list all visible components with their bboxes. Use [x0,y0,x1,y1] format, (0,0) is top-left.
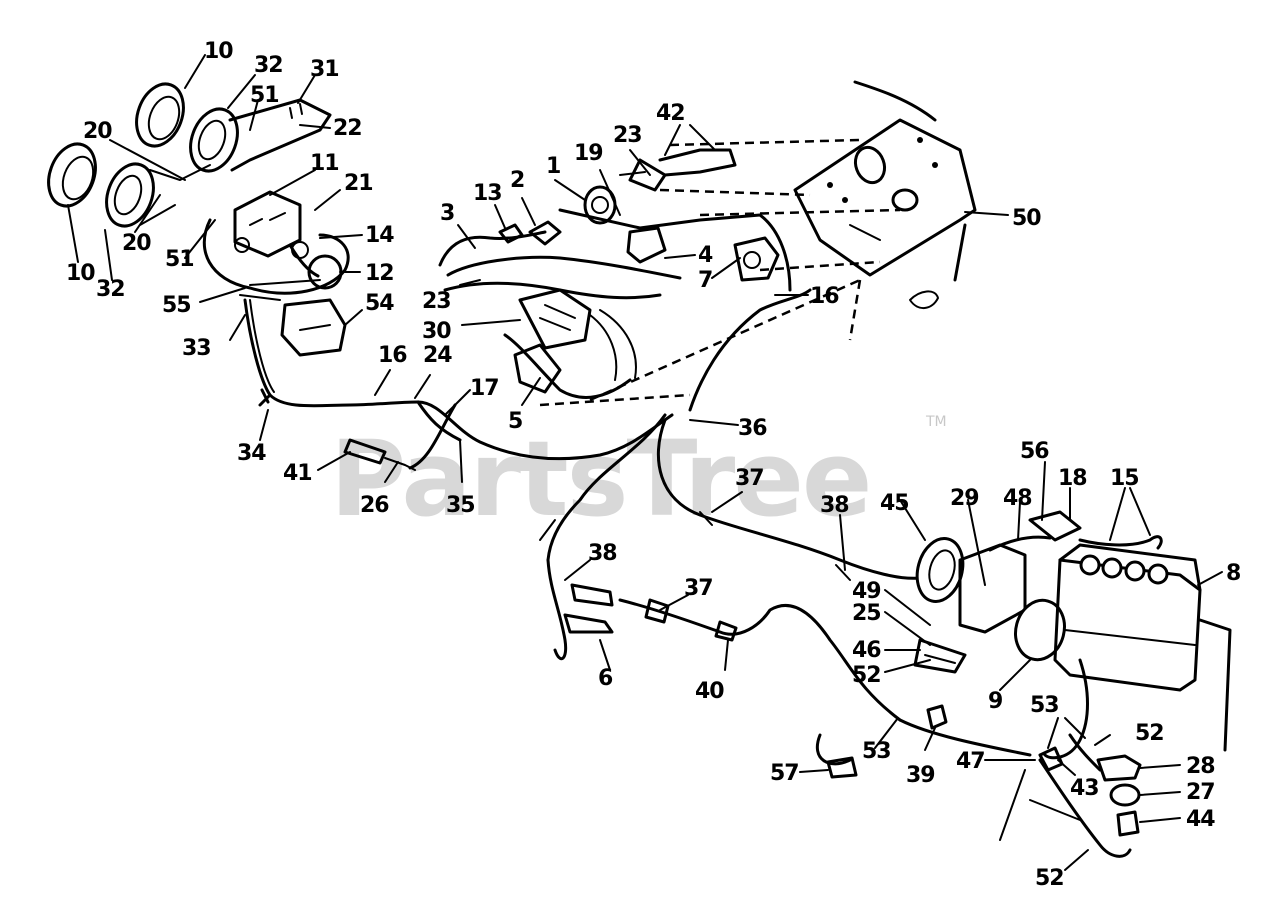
callout-29: 29 [950,486,979,511]
callout-17: 17 [470,376,499,401]
dashboard-components [438,148,792,399]
callout-11: 11 [310,151,339,176]
dash-panel [539,80,977,407]
callout-24: 24 [423,343,452,368]
callout-52b: 52 [1135,721,1164,746]
main-harness [243,298,674,471]
callout-21: 21 [344,171,373,196]
callout-33: 33 [182,336,211,361]
callout-5: 5 [508,409,522,434]
callout-46: 46 [852,638,881,663]
battery-harness [546,288,1032,779]
callout-23: 23 [613,123,642,148]
callout-10: 10 [204,39,233,64]
callout-25: 25 [852,601,881,626]
callout-32: 32 [254,53,283,78]
callout-38: 38 [820,493,849,518]
callout-8: 8 [1226,561,1240,586]
callout-13: 13 [473,181,502,206]
callout-4: 4 [698,243,713,268]
callout-52c: 52 [1035,866,1064,891]
callout-31: 31 [310,57,339,82]
callout-52: 52 [852,663,881,688]
headlight-assembly [47,82,332,228]
callout-49: 49 [852,579,881,604]
callout-26: 26 [360,493,389,518]
callout-39: 39 [906,763,935,788]
callout-41: 41 [283,461,312,486]
callout-12: 12 [365,261,394,286]
callout-37: 37 [735,466,764,491]
callout-53: 53 [1030,693,1059,718]
callout-10b: 10 [66,261,95,286]
callout-30: 30 [422,319,451,344]
callout-20b: 20 [122,231,151,256]
callout-51: 51 [250,83,279,108]
callout-37b: 37 [684,576,713,601]
callout-15: 15 [1110,466,1139,491]
callout-19: 19 [574,141,603,166]
callout-28: 28 [1186,754,1215,779]
callout-6: 6 [598,666,613,691]
callout-36: 36 [738,416,767,441]
callout-34: 34 [237,441,266,466]
callout-45: 45 [880,491,909,516]
callout-14: 14 [365,223,394,248]
callout-22: 22 [333,116,362,141]
callout-3: 3 [440,201,454,226]
callout-56: 56 [1020,439,1049,464]
leader-lines [67,54,1223,871]
callout-35: 35 [446,493,475,518]
callout-16b: 16 [810,284,839,309]
callout-32b: 32 [96,277,125,302]
callout-54: 54 [365,291,394,316]
callout-47: 47 [956,749,985,774]
callout-labels: 10 32 31 20 51 22 11 21 14 12 55 54 33 1… [66,39,1241,891]
callout-50: 50 [1012,206,1041,231]
callout-27: 27 [1186,780,1215,805]
callout-9: 9 [988,689,1002,714]
callout-44: 44 [1186,807,1215,832]
callout-57: 57 [770,761,799,786]
callout-18: 18 [1058,466,1087,491]
callout-40: 40 [695,679,724,704]
callout-7: 7 [698,268,712,293]
callout-43: 43 [1070,776,1099,801]
callout-42: 42 [656,101,685,126]
watermark-logo: PartsTree [330,418,870,540]
callout-48: 48 [1003,486,1032,511]
callout-51b: 51 [165,247,194,272]
callout-55: 55 [162,293,191,318]
callout-20: 20 [83,119,112,144]
callout-53b: 53 [862,739,891,764]
trademark-mark: TM [925,414,947,430]
callout-38b: 38 [588,541,617,566]
callout-23b: 23 [422,289,451,314]
callout-1: 1 [546,154,560,179]
regulator-cluster [202,190,350,357]
battery-and-starter [913,510,1232,858]
callout-16: 16 [378,343,407,368]
callout-2: 2 [510,168,524,193]
